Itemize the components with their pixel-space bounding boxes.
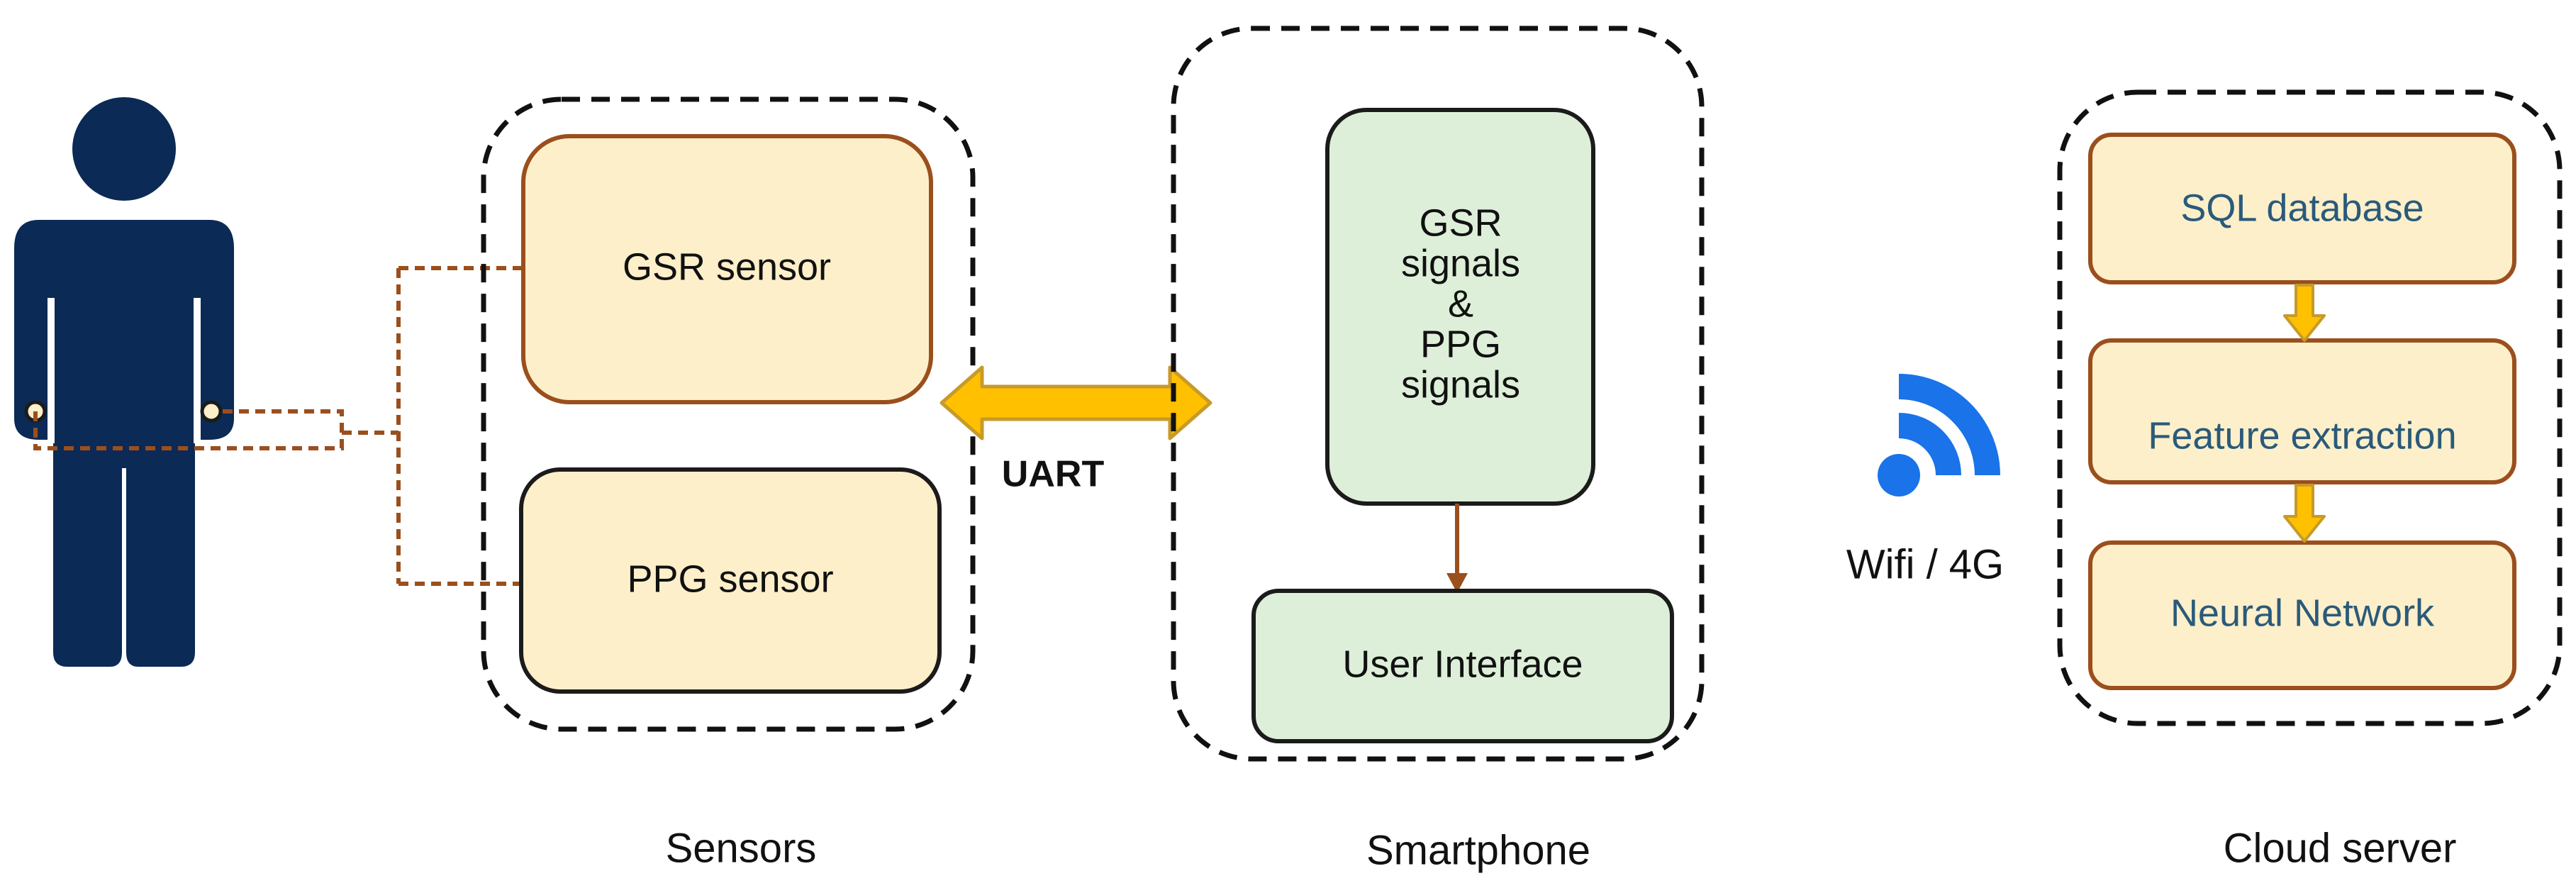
sql-to-feature-arrow	[2283, 284, 2326, 342]
uart-double-arrow	[939, 365, 1212, 440]
wifi-4g-label: Wifi / 4G	[1846, 541, 2004, 587]
neural-network-box	[2088, 540, 2516, 690]
ppg-sensor-label: PPG sensor	[627, 558, 833, 600]
signals-label-line-4: PPG	[1420, 323, 1501, 365]
gsr-sensor-box	[521, 134, 933, 404]
signals-to-ui-arrow-head	[1446, 573, 1468, 593]
signals-box	[1325, 108, 1595, 506]
signals-label-line-2: signals	[1401, 242, 1520, 284]
person-arm-gaps	[48, 298, 201, 443]
feature-extraction-box	[2088, 338, 2516, 484]
sql-database-box	[2088, 133, 2516, 284]
gsr-sensor-label: GSR sensor	[623, 245, 831, 288]
user-interface-label: User Interface	[1342, 643, 1583, 685]
wifi-icon	[1878, 374, 2000, 497]
person-icon	[14, 97, 234, 667]
neural-network-label: Neural Network	[2170, 592, 2435, 634]
sql-database-label: SQL database	[2180, 187, 2424, 229]
cloud-group-border	[2057, 89, 2563, 726]
right-electrode	[200, 400, 223, 423]
smartphone-caption: Smartphone	[1366, 827, 1590, 873]
feature-extraction-label: Feature extraction	[2148, 414, 2456, 457]
ppg-sensor-box	[519, 467, 942, 694]
feature-to-nn-arrow	[2283, 484, 2326, 543]
signals-label-line-5: signals	[1401, 363, 1520, 406]
sensors-caption: Sensors	[666, 825, 817, 871]
signals-label-line-1: GSR	[1419, 201, 1502, 244]
signals-label-line-3: &	[1448, 282, 1473, 325]
user-interface-box	[1251, 589, 1674, 743]
sensor-wires	[33, 266, 523, 586]
smartphone-group-border	[1171, 26, 1705, 762]
uart-label: UART	[1002, 454, 1105, 495]
cloud-server-caption: Cloud server	[2224, 825, 2457, 871]
